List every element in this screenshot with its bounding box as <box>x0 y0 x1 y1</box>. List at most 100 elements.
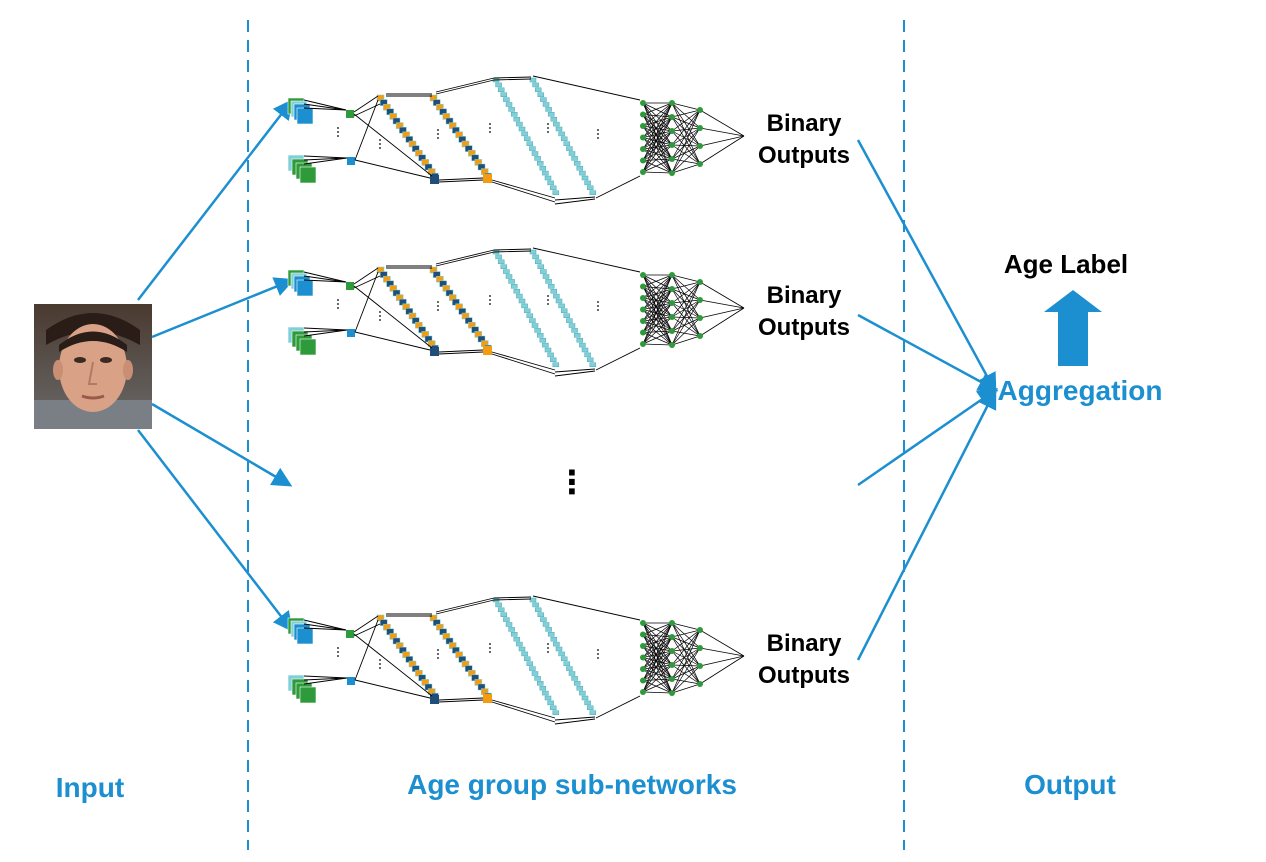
connection-line <box>493 598 532 601</box>
connection-line <box>671 130 701 165</box>
connection-line <box>642 144 673 150</box>
connection-line <box>642 171 673 174</box>
dense-cell <box>573 681 581 686</box>
subnetwork-2 <box>287 247 745 377</box>
dense-cell <box>536 681 544 686</box>
fc-node <box>697 663 703 669</box>
connection-line <box>671 274 701 283</box>
connection-line <box>671 622 701 667</box>
connection-line <box>699 299 745 309</box>
connection-line <box>642 302 673 310</box>
fc-node <box>640 123 646 129</box>
dense-cell <box>532 254 539 260</box>
feature-map <box>483 694 492 703</box>
connection-line <box>532 247 641 273</box>
ellipsis-dot <box>547 299 549 301</box>
ellipsis-dot <box>597 137 599 139</box>
connection-line <box>671 650 701 685</box>
connection-line <box>671 158 701 165</box>
fc-node <box>640 146 646 152</box>
connection-line <box>642 634 673 666</box>
dense-cell <box>553 641 560 647</box>
ellipsis-middle: ⋮ <box>556 464 588 500</box>
dense-cell <box>521 651 528 657</box>
fc-node <box>640 689 646 695</box>
dense-cell <box>531 151 539 156</box>
connection-line <box>671 127 701 132</box>
ellipsis-dot <box>437 653 439 655</box>
connection-line <box>671 288 701 301</box>
ellipsis-dot <box>547 123 549 125</box>
connection-line <box>671 288 701 337</box>
connection-line <box>699 109 745 137</box>
connection-line <box>438 349 484 353</box>
dense-cell <box>529 249 537 255</box>
dense-cell <box>510 284 518 289</box>
connection-line <box>642 144 673 161</box>
ellipsis-dot <box>437 137 439 139</box>
connection-line <box>438 179 484 183</box>
connection-line <box>671 629 701 652</box>
fc-node <box>669 170 675 176</box>
connection-line <box>595 347 641 371</box>
connection-line <box>303 107 347 111</box>
ellipsis-dot <box>597 309 599 311</box>
connection-line <box>642 302 673 322</box>
feature-map <box>430 347 439 356</box>
connection-line <box>353 633 433 697</box>
feature-map <box>347 677 355 685</box>
dense-cell <box>560 136 568 142</box>
feature-map <box>296 107 314 125</box>
connection-line <box>493 596 532 599</box>
dense-cell <box>529 146 536 151</box>
dense-cell <box>547 700 554 706</box>
connection-line <box>642 622 673 681</box>
connection-line <box>491 353 556 375</box>
ellipsis-dot <box>337 307 339 309</box>
dense-cell <box>549 185 557 191</box>
fc-node <box>669 100 675 106</box>
connection-line <box>303 677 348 681</box>
subnetwork-3 <box>287 595 745 725</box>
connection-line <box>642 636 673 693</box>
dense-cell <box>495 602 502 608</box>
connection-line <box>671 636 701 667</box>
dense-cell <box>523 136 531 142</box>
dense-cell <box>513 636 521 642</box>
ellipsis-dot <box>489 131 491 133</box>
input-arrow-4 <box>137 429 294 632</box>
fc-node <box>640 111 646 118</box>
fc-node <box>669 128 675 134</box>
fc-node <box>669 690 675 696</box>
dense-cell <box>526 141 534 146</box>
dense-cell <box>529 666 536 671</box>
connection-line <box>642 286 673 290</box>
dense-cell <box>547 352 554 358</box>
connection-line <box>354 159 431 179</box>
connection-line <box>491 699 556 719</box>
dense-cell <box>505 274 513 279</box>
dense-cell <box>571 156 578 161</box>
dense-cell <box>532 602 539 608</box>
fc-node <box>669 662 675 668</box>
dense-cell <box>545 627 552 632</box>
connection-line <box>671 317 701 346</box>
dense-cell <box>547 632 555 637</box>
output-arrow-2 <box>857 313 999 392</box>
dense-cell <box>589 710 597 715</box>
dense-cell <box>552 190 560 195</box>
connection-line <box>642 274 673 345</box>
connection-line <box>671 281 701 318</box>
connection-line <box>491 181 556 203</box>
output-arrow-4 <box>856 388 997 661</box>
fc-node <box>669 648 675 654</box>
connection-line <box>595 175 641 199</box>
fc-node <box>640 643 646 649</box>
dense-cell <box>542 622 550 627</box>
fc-node <box>640 272 646 278</box>
connection-line <box>699 127 745 137</box>
fc-node <box>640 341 646 347</box>
fc-node <box>697 143 703 149</box>
connection-line <box>671 109 701 146</box>
connection-line <box>642 634 673 638</box>
